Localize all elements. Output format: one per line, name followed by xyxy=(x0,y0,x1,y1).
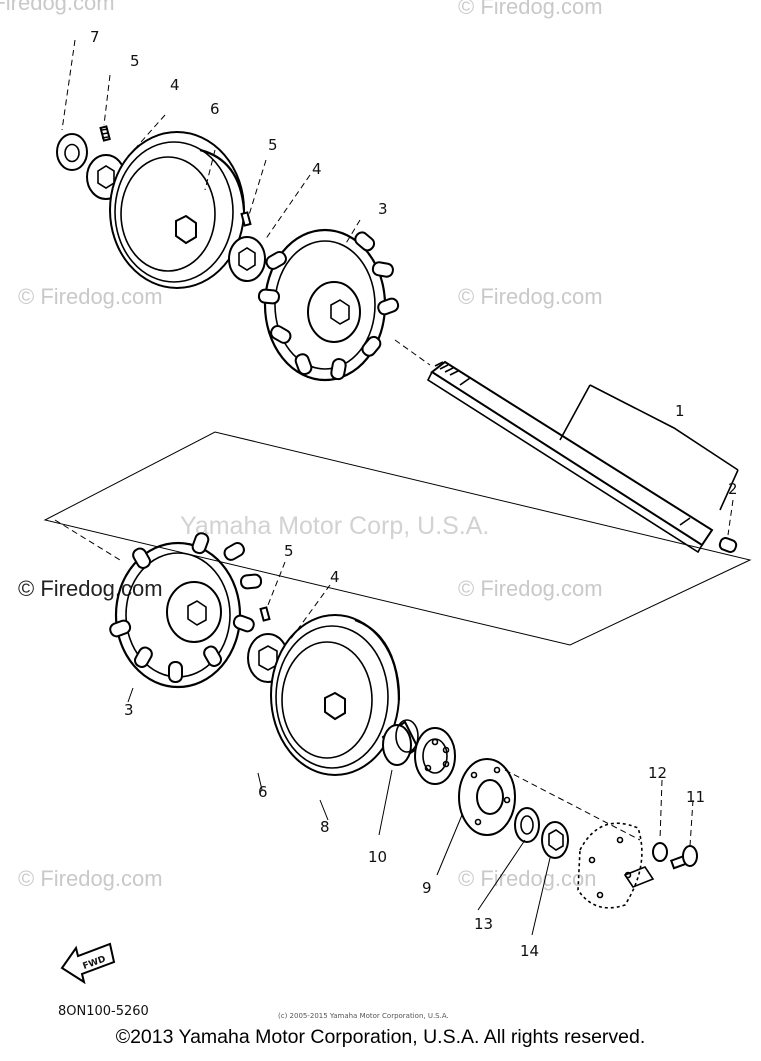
watermark-firedog-lower-right: © Firedog.com xyxy=(458,576,603,601)
watermark-firedog-top-right: © Firedog.com xyxy=(458,0,603,19)
callout-5-lower: 5 xyxy=(284,542,294,560)
fine-print: (c) 2005-2015 Yamaha Motor Corporation, … xyxy=(278,1012,449,1020)
assembly-frame xyxy=(43,431,752,646)
callout-4-upper-left: 4 xyxy=(170,76,180,94)
diagram-part-code: 8ON100-5260 xyxy=(58,1004,149,1019)
callout-11: 11 xyxy=(686,788,705,806)
watermark-firedog-dark: © Firedog.com xyxy=(18,576,163,601)
watermark-firedog-mid-left: © Firedog.com xyxy=(18,284,163,309)
part-9-bearing-housing xyxy=(458,758,516,836)
part-13-washer xyxy=(514,807,540,843)
callout-13: 13 xyxy=(474,915,493,933)
callout-6-upper: 6 xyxy=(210,100,220,118)
watermark-yamaha: Yamaha Motor Corp, U.S.A. xyxy=(180,512,489,540)
callout-3-lower: 3 xyxy=(124,701,134,719)
callout-10: 10 xyxy=(368,848,387,866)
part-11-bolt xyxy=(669,845,698,870)
watermark-firedog-top-left: © Firedog.com xyxy=(0,0,115,15)
callout-4-upper-middle: 4 xyxy=(312,160,322,178)
part-3-sprocket-a xyxy=(257,228,400,382)
copyright-notice: ©2013 Yamaha Motor Corporation, U.S.A. A… xyxy=(115,1026,646,1048)
callout-12: 12 xyxy=(648,764,667,782)
part-7-collar xyxy=(56,133,88,171)
callout-5-upper-left: 5 xyxy=(130,52,140,70)
leader-lines-upper xyxy=(61,39,431,366)
part-6-idler-wheel-b xyxy=(270,614,401,776)
callout-14: 14 xyxy=(520,942,539,960)
part-6-idler-wheel-a xyxy=(109,131,246,289)
watermark-firedog-mid-right: © Firedog.com xyxy=(458,284,603,309)
watermark-firedog-bottom-right: © Firedog.con xyxy=(458,866,597,891)
callout-8: 8 xyxy=(320,818,330,836)
forward-arrow-icon: FWD xyxy=(60,942,116,985)
part-10-bearing xyxy=(414,727,456,785)
leader-lines-lower xyxy=(54,519,694,847)
callout-5-upper-middle: 5 xyxy=(268,136,278,154)
callout-6-lower: 6 xyxy=(258,783,268,801)
callout-1: 1 xyxy=(675,402,685,420)
callout-4-lower: 4 xyxy=(330,568,340,586)
chassis-plate xyxy=(577,822,655,909)
callout-leaders xyxy=(127,687,551,936)
part-12-lock-washer xyxy=(652,842,668,862)
watermark-firedog-bottom-left: © Firedog.com xyxy=(18,866,163,891)
callout-2: 2 xyxy=(728,480,738,498)
callout-7: 7 xyxy=(90,28,100,46)
part-5-set-screw-c xyxy=(259,606,271,622)
part-3-sprocket-b xyxy=(109,532,263,689)
part-5-set-screw-b xyxy=(240,211,252,227)
part-4-bearing-b xyxy=(228,236,266,282)
callout-3-upper: 3 xyxy=(378,200,388,218)
callout-9: 9 xyxy=(422,879,432,897)
part-2-pin xyxy=(718,499,738,553)
part-5-set-screw-a xyxy=(99,125,111,142)
part-14-nut xyxy=(541,821,569,859)
